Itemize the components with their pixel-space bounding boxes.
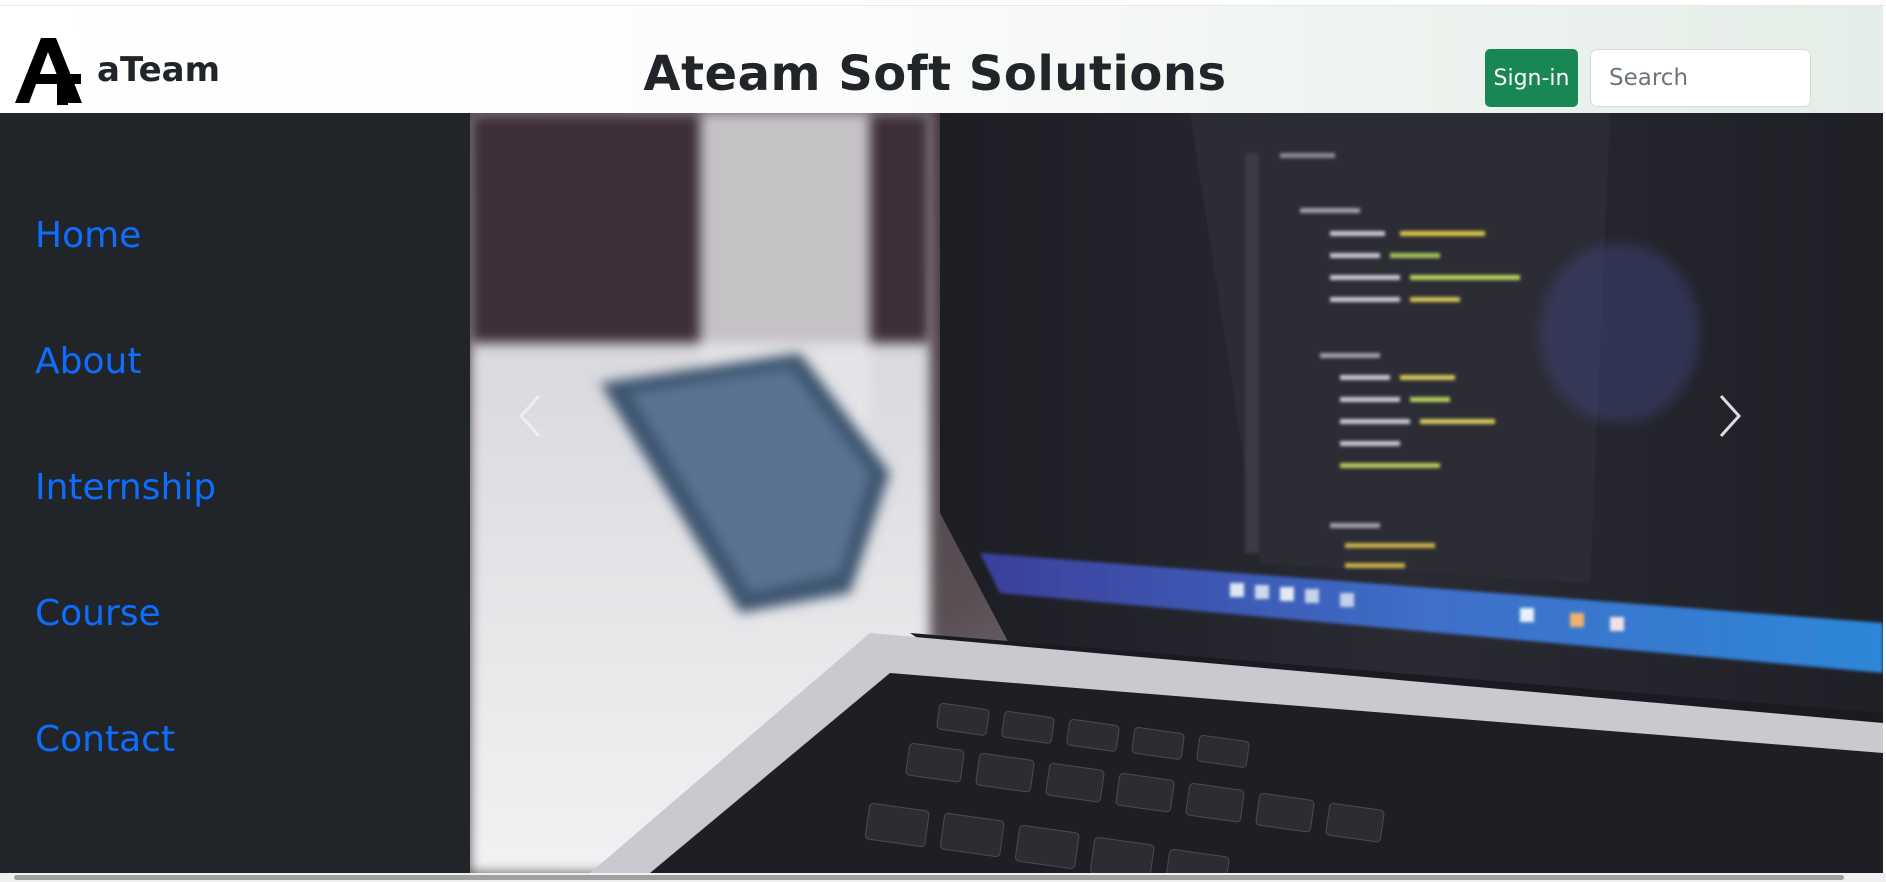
- chevron-left-icon: [518, 394, 541, 438]
- chevron-right-icon: [1719, 394, 1742, 438]
- carousel-slide-image: [470, 113, 1883, 873]
- page-title: Ateam Soft Solutions: [643, 46, 1227, 102]
- sidebar-item-contact[interactable]: Contact: [35, 719, 176, 760]
- horizontal-scrollbar[interactable]: [0, 873, 1886, 882]
- search-input[interactable]: [1590, 49, 1811, 107]
- page-right-edge: [1883, 6, 1886, 873]
- sidebar-item-internship[interactable]: Internship: [35, 467, 217, 508]
- browser-top-edge: [0, 0, 1886, 6]
- sign-in-button[interactable]: Sign-in: [1485, 49, 1578, 107]
- sidebar-item-home[interactable]: Home: [35, 215, 142, 256]
- sidebar-item-course[interactable]: Course: [35, 593, 161, 634]
- scrollbar-thumb[interactable]: [14, 875, 1844, 880]
- carousel-prev-button[interactable]: [515, 393, 635, 593]
- ateam-logo-icon: [15, 38, 82, 105]
- carousel-next-button[interactable]: [1715, 393, 1835, 593]
- image-carousel: [470, 113, 1883, 873]
- top-navbar: aTeam Ateam Soft Solutions Sign-in: [0, 6, 1886, 113]
- sidebar-nav: Home About Internship Course Contact: [0, 113, 470, 873]
- sidebar-item-about[interactable]: About: [35, 341, 142, 382]
- brand-logo[interactable]: [11, 32, 86, 107]
- brand-name[interactable]: aTeam: [97, 50, 221, 90]
